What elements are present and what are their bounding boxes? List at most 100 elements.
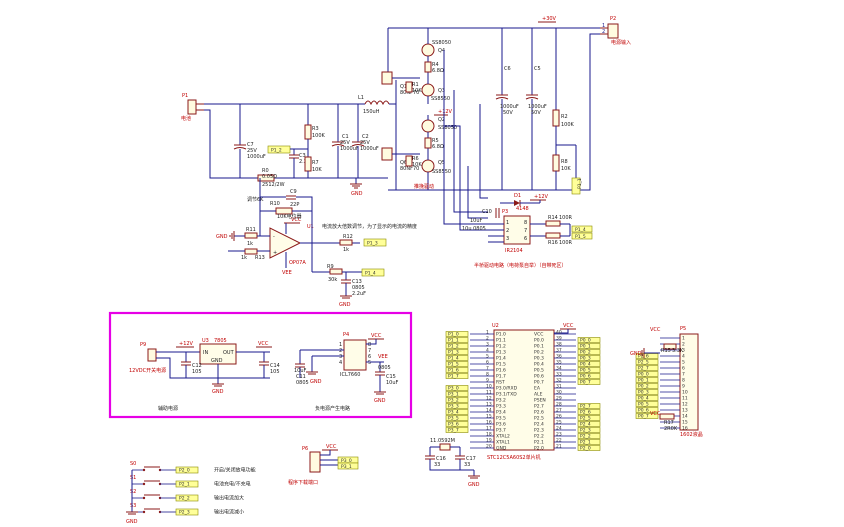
net-p1-5-hb — [571, 232, 593, 240]
res-r2: R2 100K — [552, 28, 575, 155]
mcu-left-pin-label: P1.3 — [496, 350, 506, 356]
svg-text:P1_4: P1_4 — [365, 271, 376, 277]
mcu-right-pin-num: 26 — [556, 414, 562, 420]
mcu-left-pin-num: 15 — [486, 414, 492, 420]
mcu-right-net-label: P0_5 — [580, 368, 591, 374]
mcu-right-pin-label: P2.1 — [534, 440, 544, 446]
svg-text:1k: 1k — [247, 241, 253, 247]
lcd-pin-num: 10 — [682, 390, 688, 396]
mcu-left-pin-num: 7 — [486, 366, 489, 372]
lcd-pin-num: 16 — [682, 426, 688, 432]
net-p1-1-vert — [571, 177, 581, 195]
v30-label: +30V — [542, 16, 557, 22]
svg-text:7: 7 — [524, 228, 527, 234]
svg-text:C9: C9 — [290, 189, 297, 195]
p2-label: 电源输入 — [611, 39, 631, 46]
mcu-right-net — [577, 433, 601, 439]
svg-text:1000uF: 1000uF — [247, 154, 266, 160]
svg-text:SS8550: SS8550 — [432, 169, 451, 175]
ic-ir2104: IR2104 1 2 3 8 7 6 — [503, 215, 531, 254]
mcu-right-pin-num: 25 — [556, 420, 562, 426]
svg-text:100K: 100K — [312, 133, 326, 139]
res-r7: R7 10K — [304, 156, 322, 178]
mcu-left-pin-num: 2 — [486, 336, 489, 342]
bjt-q4: SS8050 Q4 — [421, 40, 451, 57]
mcu-right-net-label: P0_3 — [580, 356, 591, 362]
mcu-left-net-label: P1_0 — [448, 332, 459, 338]
mcu-left-pin-label: P1.2 — [496, 344, 506, 350]
p2-ref: P2 — [610, 16, 616, 22]
svg-text:10uF: 10uF — [386, 380, 399, 386]
mcu-left-net-label: P3_6 — [448, 422, 459, 428]
mcu-right-pin-num: 27 — [556, 408, 562, 414]
negsupply-title: 负电源产生电路 — [315, 405, 350, 412]
key-net — [175, 480, 199, 488]
mcu-left-pin-label: XTAL2 — [496, 434, 510, 440]
svg-text:2R0K: 2R0K — [664, 426, 678, 432]
svg-text:C6: C6 — [504, 66, 511, 72]
cap-c5: C5 1000uF 50V — [525, 28, 547, 190]
mcu-left-net-label: P3_0 — [448, 386, 459, 392]
res-r5: R5 6.8Ω — [424, 137, 444, 150]
res-r15: R15 3.3K — [661, 343, 684, 354]
mcu-right-pin-num: 31 — [556, 384, 562, 390]
svg-text:2.2uF: 2.2uF — [352, 291, 366, 297]
svg-text:P1_1: P1_1 — [577, 178, 583, 189]
svg-text:11.0592M: 11.0592M — [430, 438, 455, 444]
svg-text:2: 2 — [506, 228, 509, 234]
lcd-pin-num: 9 — [682, 384, 685, 390]
mcu-left-net — [445, 343, 469, 349]
svg-text:VCC: VCC — [563, 323, 574, 329]
svg-text:33: 33 — [464, 462, 470, 468]
mcu-left-net-label: P3_5 — [448, 416, 459, 422]
svg-text:P1_3: P1_3 — [367, 241, 378, 247]
mcu-left-pin-num: 19 — [486, 438, 492, 444]
svg-text:Q5: Q5 — [438, 160, 445, 166]
res-r9: R9 30k — [311, 243, 343, 283]
mcu-left-pin-label: P3.4 — [496, 410, 506, 416]
svg-text:U3: U3 — [202, 338, 209, 344]
mcu-left-net — [445, 421, 469, 427]
mcu-right-net — [577, 349, 601, 355]
mcu-right-pin-label: P2.3 — [534, 428, 544, 434]
mcu-left-net-label: P1_6 — [448, 368, 459, 374]
mcu-left-net — [445, 349, 469, 355]
svg-text:0805: 0805 — [378, 365, 391, 371]
gnd-symbol-main: GND — [350, 178, 363, 197]
mcu-right-pin-label: PSEN — [534, 398, 546, 404]
bjt-q2: Q2 SS8050 — [421, 117, 457, 133]
lcd-net-label: P0_3 — [638, 390, 649, 396]
mcu-right-net — [577, 367, 601, 373]
lcd-pin-num: 12 — [682, 402, 688, 408]
mcu-left-net-label: P3_2 — [448, 398, 459, 404]
mcu-right-net — [577, 403, 601, 409]
svg-text:GND: GND — [212, 389, 224, 395]
mcu-left-pin-label: P1.0 — [496, 332, 506, 338]
svg-text:GND: GND — [468, 482, 480, 488]
mcu-right-pin-num: 34 — [556, 366, 562, 372]
lcd-pin-num: 4 — [682, 354, 685, 360]
mcu-right-pin-label: P2.7 — [534, 404, 544, 410]
lcd-pin-num: 3 — [682, 348, 685, 354]
key-description: 输出电流减小 — [214, 509, 244, 516]
svg-text:Q4: Q4 — [438, 48, 445, 54]
mcu-left-net-label: P3_4 — [448, 410, 459, 416]
svg-text:C15: C15 — [386, 374, 396, 380]
res-r3: R3 100K — [304, 104, 326, 157]
svg-text:C10: C10 — [482, 209, 492, 215]
lcd-net-label: P0_0 — [638, 372, 649, 378]
svg-text:OP07A: OP07A — [289, 260, 306, 266]
svg-text:C14: C14 — [270, 363, 280, 369]
mcu-left-net — [445, 337, 469, 343]
key-ref: S0 — [130, 461, 136, 467]
mcu-right-pin-num: 22 — [556, 438, 562, 444]
svg-text:80NF70: 80NF70 — [400, 90, 419, 96]
mcu-left-pin-label: P3.6 — [496, 422, 506, 428]
key-net — [175, 508, 199, 516]
lcd-net — [635, 359, 659, 365]
res-r11: R11 1k — [244, 227, 258, 247]
mcu-left-pin-num: 11 — [486, 390, 492, 396]
lcd-pin-num: 1 — [682, 336, 685, 342]
gnd-mcu: GND — [468, 470, 480, 488]
key-net — [175, 494, 199, 502]
